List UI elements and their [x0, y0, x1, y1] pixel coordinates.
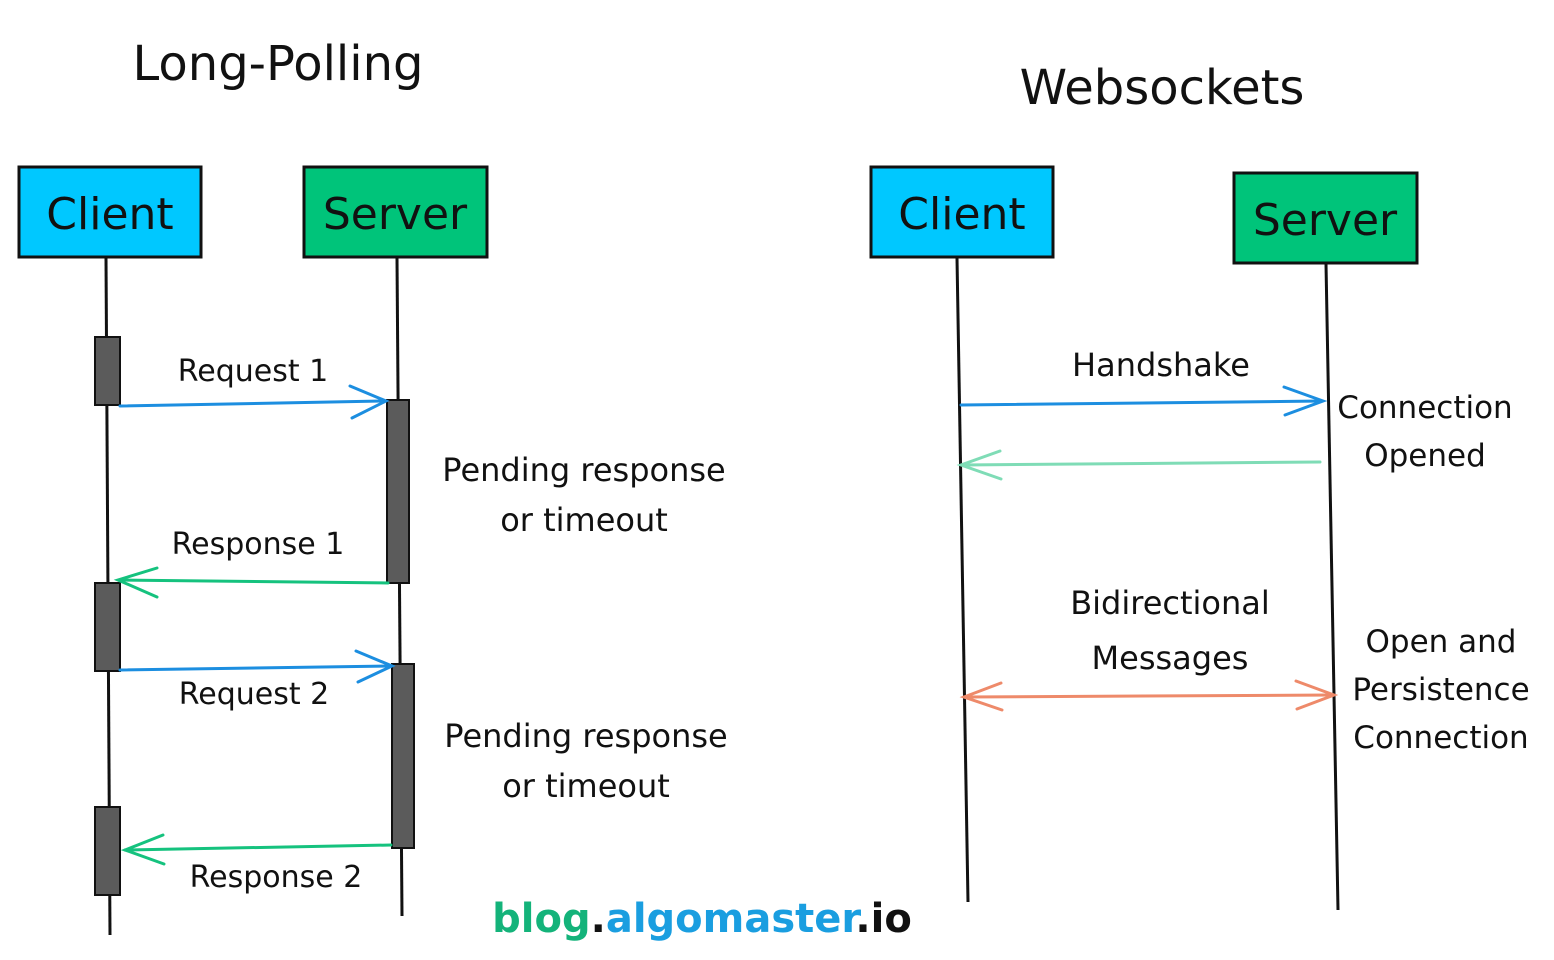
lp-pending-2-line-1: Pending response [444, 717, 727, 755]
ws-connection-opened-line-2: Opened [1364, 438, 1486, 474]
watermark-blog: blog [492, 896, 590, 942]
ws-bidirectional-arrow [959, 679, 1339, 712]
ws-handshake-arrow [959, 385, 1328, 417]
lp-server-box: Server [302, 165, 489, 259]
ws-handshake-label: Handshake [1072, 346, 1250, 384]
long-polling-title: Long-Polling [133, 36, 424, 92]
lp-client-activation-3 [94, 806, 121, 896]
lp-client-activation-1 [94, 336, 121, 406]
lp-request-2-label: Request 2 [179, 677, 329, 712]
watermark-dot-2: . [855, 896, 870, 942]
ws-open-ack-arrow [956, 449, 1322, 481]
ws-connection-opened-line-1: Connection [1337, 390, 1512, 426]
ws-server-label: Server [1253, 195, 1398, 246]
watermark: blog.algomaster.io [492, 896, 912, 942]
ws-persistence-line-3: Connection [1353, 720, 1528, 756]
lp-client-box: Client [17, 165, 203, 259]
lp-pending-1-line-1: Pending response [442, 451, 725, 489]
lp-request-1-arrow [118, 384, 390, 420]
watermark-io: io [871, 896, 912, 942]
lp-server-activation-1 [386, 399, 410, 584]
ws-client-box: Client [869, 165, 1055, 259]
lp-request-1-label: Request 1 [178, 354, 328, 389]
lp-server-label: Server [323, 189, 468, 240]
ws-client-label: Client [898, 189, 1025, 240]
ws-bidirectional-line-2: Messages [1092, 639, 1249, 677]
watermark-algomaster: algomaster [606, 896, 862, 942]
ws-client-lifeline [955, 257, 970, 903]
lp-client-activation-2 [94, 582, 121, 672]
watermark-dot-1: . [591, 896, 606, 942]
lp-response-1-label: Response 1 [172, 527, 345, 562]
lp-client-label: Client [46, 189, 173, 240]
lp-response-2-label: Response 2 [190, 860, 363, 895]
lp-response-2-arrow [120, 833, 393, 866]
lp-server-activation-2 [391, 663, 415, 849]
ws-bidirectional-line-1: Bidirectional [1070, 584, 1270, 622]
lp-request-2-arrow [118, 649, 396, 684]
lp-pending-1-line-2: or timeout [500, 501, 668, 539]
lp-pending-2-line-2: or timeout [502, 767, 670, 805]
ws-persistence-line-2: Persistence [1352, 672, 1529, 708]
ws-persistence-line-1: Open and [1366, 624, 1517, 660]
websockets-title: Websockets [1020, 60, 1305, 116]
ws-server-box: Server [1232, 171, 1419, 265]
ws-server-lifeline [1324, 263, 1340, 911]
lp-response-1-arrow [113, 566, 390, 599]
